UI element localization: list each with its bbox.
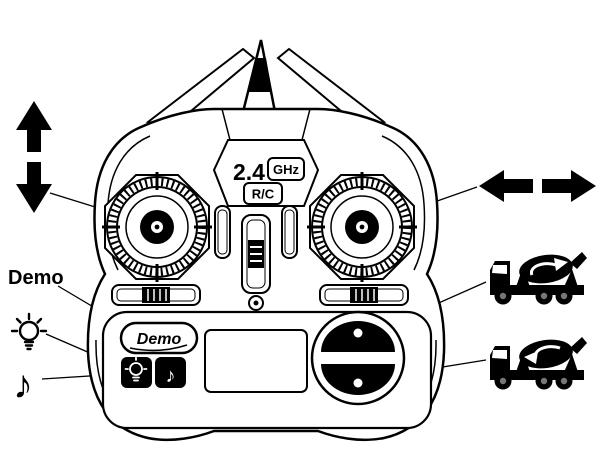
frequency-unit: GHz (273, 162, 300, 177)
band-label: R/C (252, 187, 275, 202)
frequency-badge: 2.4 GHz R/C (212, 139, 320, 207)
light-bulb-icon (10, 312, 48, 351)
demo-button[interactable]: Demo (119, 321, 199, 355)
light-button-bulb-icon (124, 356, 148, 382)
frequency-value: 2.4 (233, 159, 265, 185)
antenna (241, 39, 277, 114)
center-slider[interactable] (241, 214, 271, 294)
display-window (204, 329, 308, 393)
mixer-truck-down-icon (490, 336, 587, 390)
music-button-note-icon: ♪ (166, 365, 176, 387)
right-steering-trim[interactable] (319, 284, 409, 306)
drum-rocker-pad (310, 310, 406, 406)
demo-label: Demo (8, 267, 64, 289)
left-throttle-trim[interactable] (111, 284, 201, 306)
drum-reverse-button[interactable] (321, 364, 395, 395)
mixer-truck-up-icon (490, 251, 587, 305)
demo-button-label: Demo (137, 331, 182, 348)
power-indicator (248, 295, 264, 311)
music-note-icon: ♪ (13, 363, 33, 407)
left-trim-rail[interactable] (214, 205, 231, 259)
up-down-arrow-icon (16, 101, 52, 213)
music-button[interactable]: ♪ (155, 357, 186, 388)
transmitter: 2.4 GHz R/C (86, 39, 446, 442)
left-right-arrow-icon (479, 170, 596, 202)
drum-forward-button[interactable] (321, 321, 395, 352)
right-trim-rail[interactable] (281, 205, 298, 259)
light-button[interactable] (121, 356, 152, 388)
right-joystick[interactable] (307, 172, 417, 282)
left-joystick[interactable] (102, 172, 212, 282)
